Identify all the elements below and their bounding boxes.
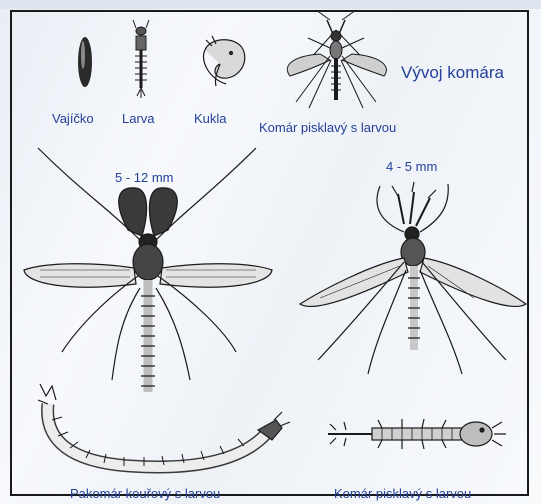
pupa-icon bbox=[204, 36, 245, 86]
right-size-label: 4 - 5 mm bbox=[386, 159, 437, 174]
egg-icon bbox=[78, 37, 92, 87]
stage-label-egg: Vajíčko bbox=[52, 111, 94, 126]
mosquito-larva-icon bbox=[328, 419, 506, 449]
midge-larva-icon bbox=[38, 384, 290, 467]
stage-label-larva: Larva bbox=[122, 111, 155, 126]
left-caption: Pakomár kouřový s larvou bbox=[70, 486, 220, 501]
diagram-title: Vývoj komára bbox=[401, 63, 504, 83]
left-size-label: 5 - 12 mm bbox=[115, 170, 174, 185]
mosquito-icon bbox=[287, 10, 386, 108]
larva-icon bbox=[133, 20, 149, 98]
stage-label-pupa: Kukla bbox=[194, 111, 227, 126]
right-caption: Komár pisklavý s larvou bbox=[334, 486, 471, 501]
stage-label-adult: Komár pisklavý s larvou bbox=[259, 120, 396, 135]
mosquito-icon bbox=[300, 182, 526, 374]
